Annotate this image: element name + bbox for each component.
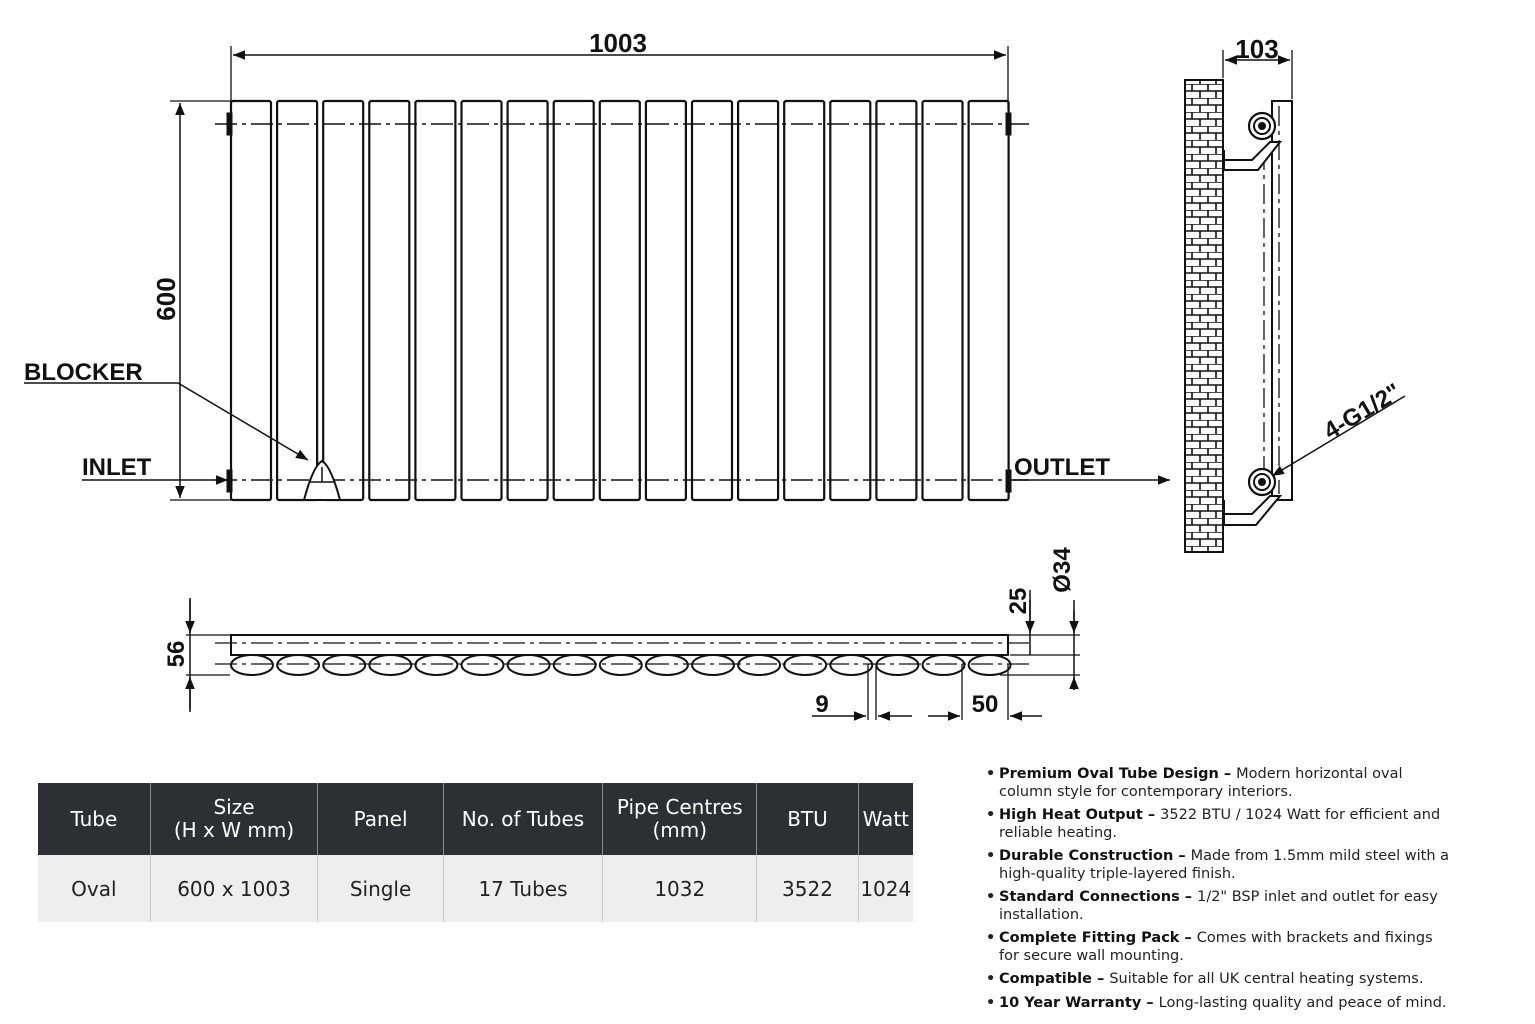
wall-bracket-bottom — [1223, 495, 1283, 526]
radiator-column — [829, 99, 872, 502]
oval-tube — [230, 654, 274, 676]
depth-label: 103 — [1235, 34, 1278, 64]
radiator-column — [276, 99, 319, 502]
oval-tube — [276, 654, 321, 676]
outlet-label: OUTLET — [1014, 454, 1110, 481]
radiator-column — [506, 99, 549, 502]
radiator-column — [644, 99, 688, 502]
connection-label: 4-G1/2" — [1319, 378, 1406, 445]
oval-tube — [737, 654, 782, 676]
left-cap-top — [226, 112, 233, 136]
oval-tube — [691, 654, 735, 676]
radiator-column — [552, 99, 595, 502]
header-watt: Watt — [858, 783, 913, 855]
oval-tube — [552, 654, 597, 676]
width-dimension — [230, 46, 1009, 110]
blocker-leader — [24, 382, 309, 461]
height-dimension — [170, 100, 232, 501]
list-item: Premium Oval Tube Design – Modern horizo… — [986, 766, 1456, 801]
oval-tubes — [230, 654, 1012, 676]
oval-tube — [506, 654, 551, 676]
depth-total-label: 56 — [163, 641, 190, 668]
connection-leader — [1271, 395, 1406, 477]
spec-table-header: Tube Size(H x W mm) Panel No. of Tubes P… — [38, 783, 913, 855]
radiator-column — [736, 99, 780, 502]
header-btu: BTU — [756, 783, 859, 855]
inlet-label: INLET — [82, 454, 152, 481]
wall-bracket-top — [1223, 141, 1283, 171]
radiator-column — [414, 99, 457, 502]
top-view — [185, 590, 1080, 721]
oval-tube — [460, 654, 505, 676]
header-size: Size(H x W mm) — [150, 783, 319, 855]
cell-btu: 3522 — [756, 855, 859, 922]
right-cap-bottom — [1005, 469, 1012, 493]
oval-tube — [783, 654, 828, 676]
radiator-column — [460, 99, 503, 502]
left-cap-bottom — [226, 469, 233, 493]
list-item: High Heat Output – 3522 BTU / 1024 Watt … — [986, 807, 1456, 842]
brick-wall — [1184, 79, 1224, 553]
list-item: Complete Fitting Pack – Comes with brack… — [986, 930, 1456, 965]
gap-label: 9 — [815, 691, 828, 718]
radiator-column — [322, 99, 365, 502]
feature-list: Premium Oval Tube Design – Modern horizo… — [986, 766, 1456, 1018]
diameter-label: Ø34 — [1049, 547, 1076, 593]
side-view — [1184, 50, 1406, 553]
list-item: 10 Year Warranty – Long-lasting quality … — [986, 995, 1456, 1013]
cell-pipe-centres: 1032 — [602, 855, 758, 922]
radiator-column — [229, 99, 273, 502]
list-item: Durable Construction – Made from 1.5mm m… — [986, 848, 1456, 883]
table-row: Oval 600 x 1003 Single 17 Tubes 1032 352… — [38, 855, 913, 922]
blocker-label: BLOCKER — [24, 359, 143, 386]
header-tubes: No. of Tubes — [443, 783, 604, 855]
top-view-header-bar — [230, 634, 1009, 656]
right-cap-top — [1005, 112, 1012, 136]
cell-tube: Oval — [38, 855, 151, 922]
cell-tubes: 17 Tubes — [443, 855, 604, 922]
cell-watt: 1024 — [858, 855, 913, 922]
radiator-columns — [229, 99, 1010, 502]
header-tube: Tube — [38, 783, 151, 855]
oval-tube — [829, 654, 874, 676]
spec-table: Tube Size(H x W mm) Panel No. of Tubes P… — [38, 783, 913, 922]
radiator-column — [598, 99, 641, 502]
oval-tube — [875, 654, 920, 676]
oval-tube — [967, 654, 1012, 676]
oval-tube — [414, 654, 459, 676]
list-item: Compatible – Suitable for all UK central… — [986, 971, 1456, 989]
oval-tube — [322, 654, 367, 676]
radiator-column — [783, 99, 826, 502]
width-label: 1003 — [589, 28, 647, 58]
list-item: Standard Connections – 1/2" BSP inlet an… — [986, 889, 1456, 924]
tube-width-label: 50 — [972, 691, 999, 718]
height-label: 600 — [151, 277, 181, 320]
oval-tube — [921, 654, 966, 676]
radiator-column — [921, 99, 964, 502]
offset-label: 25 — [1005, 588, 1032, 615]
header-panel: Panel — [317, 783, 444, 855]
front-view — [215, 99, 1030, 502]
radiator-column — [875, 99, 918, 502]
oval-tube — [598, 654, 643, 676]
cell-panel: Single — [317, 855, 444, 922]
radiator-side-panel — [1271, 100, 1293, 501]
oval-tube — [644, 654, 689, 676]
cell-size: 600 x 1003 — [150, 855, 319, 922]
radiator-column — [690, 99, 734, 502]
header-pipe-centres: Pipe Centres(mm) — [602, 783, 758, 855]
oval-tube — [368, 654, 413, 676]
radiator-column — [368, 99, 411, 502]
radiator-column — [967, 99, 1010, 502]
